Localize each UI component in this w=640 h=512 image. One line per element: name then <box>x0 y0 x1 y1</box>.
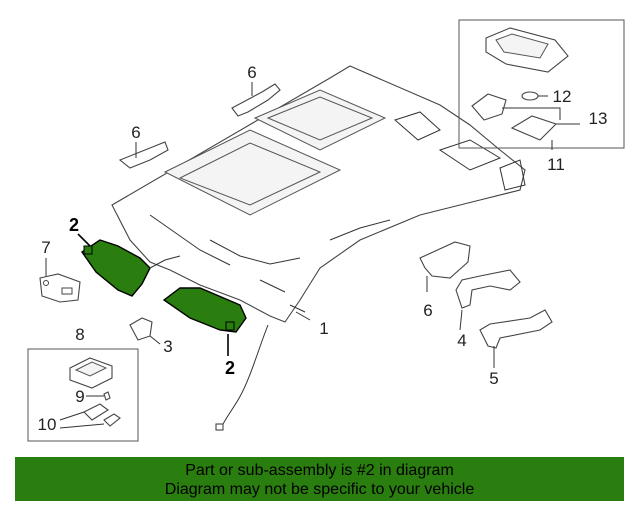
callout-9: 9 <box>75 387 84 406</box>
leader-2a <box>77 233 91 247</box>
leader-1 <box>295 311 311 321</box>
callout-10: 10 <box>38 415 57 434</box>
bracket-part-6-left <box>118 141 169 169</box>
callout-8: 8 <box>75 325 84 344</box>
callout-6-right: 6 <box>423 301 432 320</box>
callout-12: 12 <box>553 87 572 106</box>
overhead-console-part-11 <box>471 27 580 141</box>
callout-1: 1 <box>319 319 328 338</box>
callout-6-top: 6 <box>247 63 256 82</box>
bracket-part-6-top <box>231 83 281 117</box>
grip-handle-part-5 <box>479 309 553 349</box>
callout-3: 3 <box>163 337 172 356</box>
callout-5: 5 <box>489 369 498 388</box>
callout-2-left: 2 <box>69 215 79 235</box>
sun-visor-left <box>81 239 181 297</box>
callout-13: 13 <box>589 109 608 128</box>
grip-handle-part-4 <box>455 269 521 309</box>
leader-4 <box>459 309 463 331</box>
highlight-notice-banner: Part or sub-assembly is #2 in diagram Di… <box>15 457 624 501</box>
dome-lamp-box-8 <box>27 348 139 442</box>
bracket-part-6-right <box>419 241 471 279</box>
callout-11: 11 <box>547 155 565 174</box>
dome-lamp-part-8 <box>59 357 121 429</box>
overhead-console-box-11 <box>458 19 625 149</box>
holder-part-7 <box>39 273 81 303</box>
callout-2-right: 2 <box>225 358 235 378</box>
banner-line-1: Part or sub-assembly is #2 in diagram <box>185 462 454 479</box>
banner-line-2: Diagram may not be specific to your vehi… <box>164 481 475 498</box>
clip-part-3 <box>129 317 161 345</box>
callout-6-left: 6 <box>131 123 140 142</box>
callout-4: 4 <box>457 331 466 350</box>
headliner-part <box>111 65 526 431</box>
callout-7: 7 <box>41 238 50 257</box>
sun-visor-right <box>162 287 247 333</box>
